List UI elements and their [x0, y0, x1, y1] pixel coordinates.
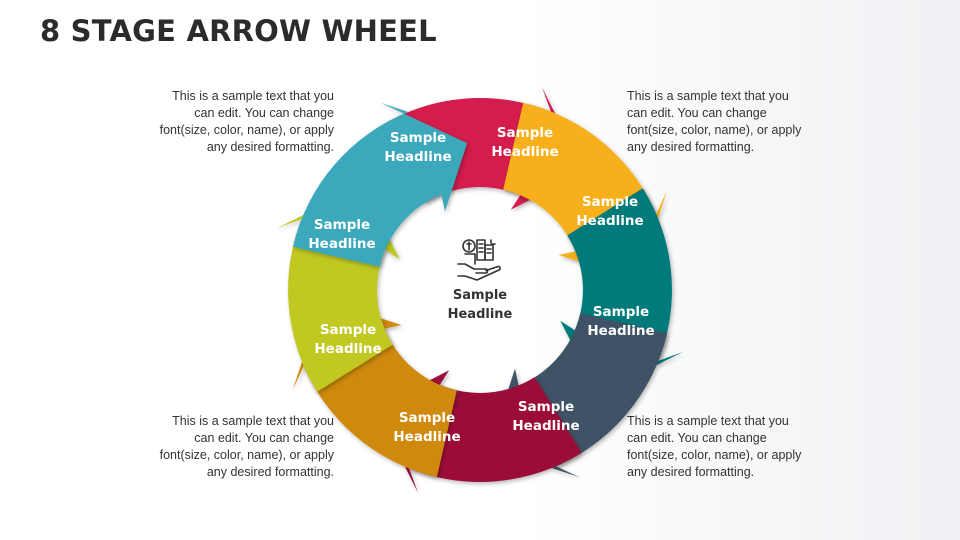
wheel-arrow-7-label-line2: Headline — [314, 341, 381, 357]
wheel-arrow-2-label-line1: Sample — [497, 125, 553, 141]
wheel-arrow-3-label-line1: Sample — [582, 194, 638, 210]
wheel-arrow-6-label-line1: Sample — [399, 410, 455, 426]
note-top-left: This is a sample text that you can edit.… — [159, 89, 334, 154]
wheel-arrow-4-label-line2: Headline — [587, 323, 654, 339]
wheel-arrow-3-label-line2: Headline — [576, 213, 643, 229]
center-headline: Sample Headline — [410, 286, 550, 324]
wheel-arrow-5-label-line1: Sample — [518, 399, 574, 415]
note-bottom-right: This is a sample text that you can edit.… — [627, 414, 802, 479]
page-title: 8 STAGE ARROW WHEEL — [40, 14, 437, 48]
wheel-arrow-4-label-line1: Sample — [593, 304, 649, 320]
note-top-right: This is a sample text that you can edit.… — [627, 89, 802, 154]
wheel-arrow-2-label-line2: Headline — [491, 144, 558, 160]
wheel-arrow-1-label-line2: Headline — [384, 149, 451, 165]
wheel-arrow-8-label-line1: Sample — [314, 217, 370, 233]
wheel-arrow-8 — [292, 102, 468, 267]
hand-holding-buildings-icon — [457, 239, 501, 281]
wheel-arrow-8-label-line2: Headline — [308, 236, 375, 252]
wheel-arrow-6-label-line2: Headline — [393, 429, 460, 445]
wheel-arrow-7-label-line1: Sample — [320, 322, 376, 338]
note-bottom-left: This is a sample text that you can edit.… — [159, 414, 334, 479]
wheel-arrow-5-label-line2: Headline — [512, 418, 579, 434]
center-headline-line2: Headline — [447, 307, 513, 322]
center-headline-line1: Sample — [452, 288, 508, 303]
wheel-arrow-1-label-line1: Sample — [390, 130, 446, 146]
